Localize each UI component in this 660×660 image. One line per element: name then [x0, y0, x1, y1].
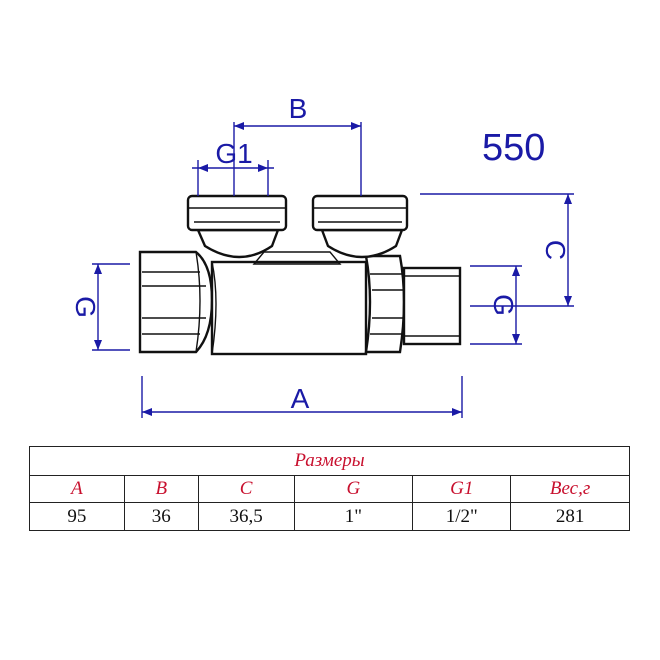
dim-label-a: A — [291, 383, 310, 414]
table-title-row: Размеры — [29, 446, 630, 476]
model-number: 550 — [482, 127, 545, 169]
dimension-c: C — [420, 193, 574, 307]
valve-drawing: 550 — [70, 93, 574, 418]
valve-body — [138, 194, 462, 356]
table-header-cell: B — [123, 475, 199, 503]
table-header-cell: G1 — [412, 475, 512, 503]
dim-label-b: B — [289, 93, 308, 124]
table-header-cell: C — [197, 475, 295, 503]
dimension-g-right: G — [470, 265, 522, 345]
table-value-cell: 1" — [293, 502, 414, 531]
table-value-row: 95 36 36,5 1" 1/2" 281 — [29, 502, 630, 531]
dimensions-table: Размеры A B C G G1 Вес,г 95 36 36,5 1" 1… — [29, 446, 630, 531]
dim-label-g-right: G — [488, 294, 519, 316]
table-title: Размеры — [29, 446, 630, 476]
table-header-row: A B C G G1 Вес,г — [29, 475, 630, 503]
dimension-b: B — [233, 93, 362, 196]
dimension-a: A — [141, 376, 463, 418]
table-value-cell: 95 — [29, 502, 125, 531]
dim-label-g1: G1 — [215, 138, 252, 169]
dim-label-g-left: G — [70, 296, 101, 318]
table-value-cell: 36,5 — [197, 502, 295, 531]
dim-label-c: C — [540, 240, 571, 260]
table-value-cell: 36 — [123, 502, 199, 531]
table-value-cell: 281 — [510, 502, 630, 531]
dimension-g-left: G — [70, 263, 130, 351]
table-header-cell: A — [29, 475, 125, 503]
dimension-g1: G1 — [192, 138, 274, 196]
table-value-cell: 1/2" — [412, 502, 512, 531]
table-header-cell: G — [293, 475, 414, 503]
table-header-cell: Вес,г — [510, 475, 630, 503]
